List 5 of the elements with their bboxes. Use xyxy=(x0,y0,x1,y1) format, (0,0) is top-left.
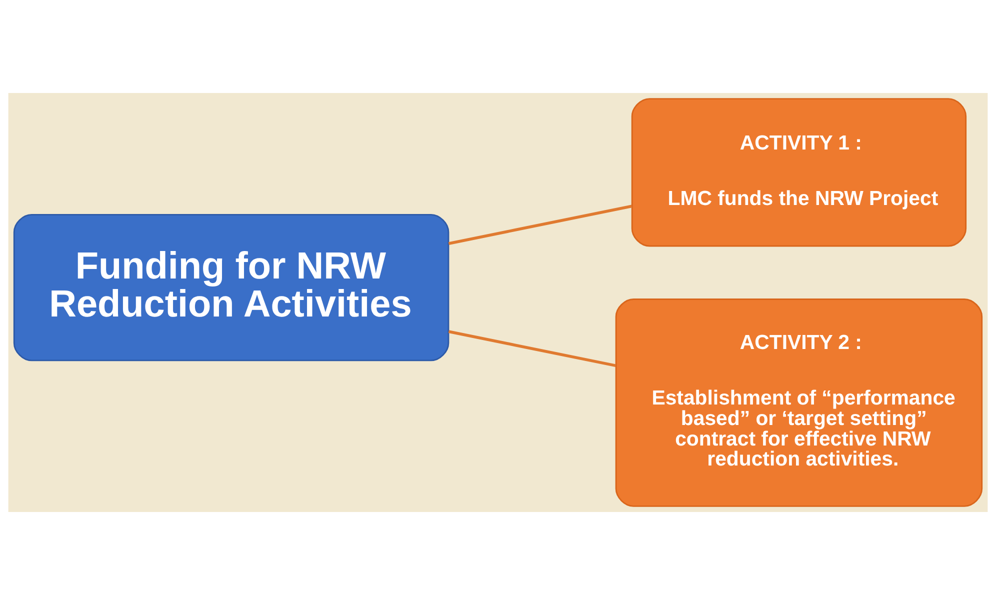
node-box: ACTIVITY 1 : LMC funds the NRW Project xyxy=(631,98,967,247)
node-box: ACTIVITY 2 : Establishment of “performance based” or ‘target setting” contract for effective NRW reduction activities. xyxy=(615,298,983,507)
node-box: Funding for NRW Reduction Activities xyxy=(13,214,450,362)
connector xyxy=(448,330,616,368)
connector xyxy=(448,204,632,245)
